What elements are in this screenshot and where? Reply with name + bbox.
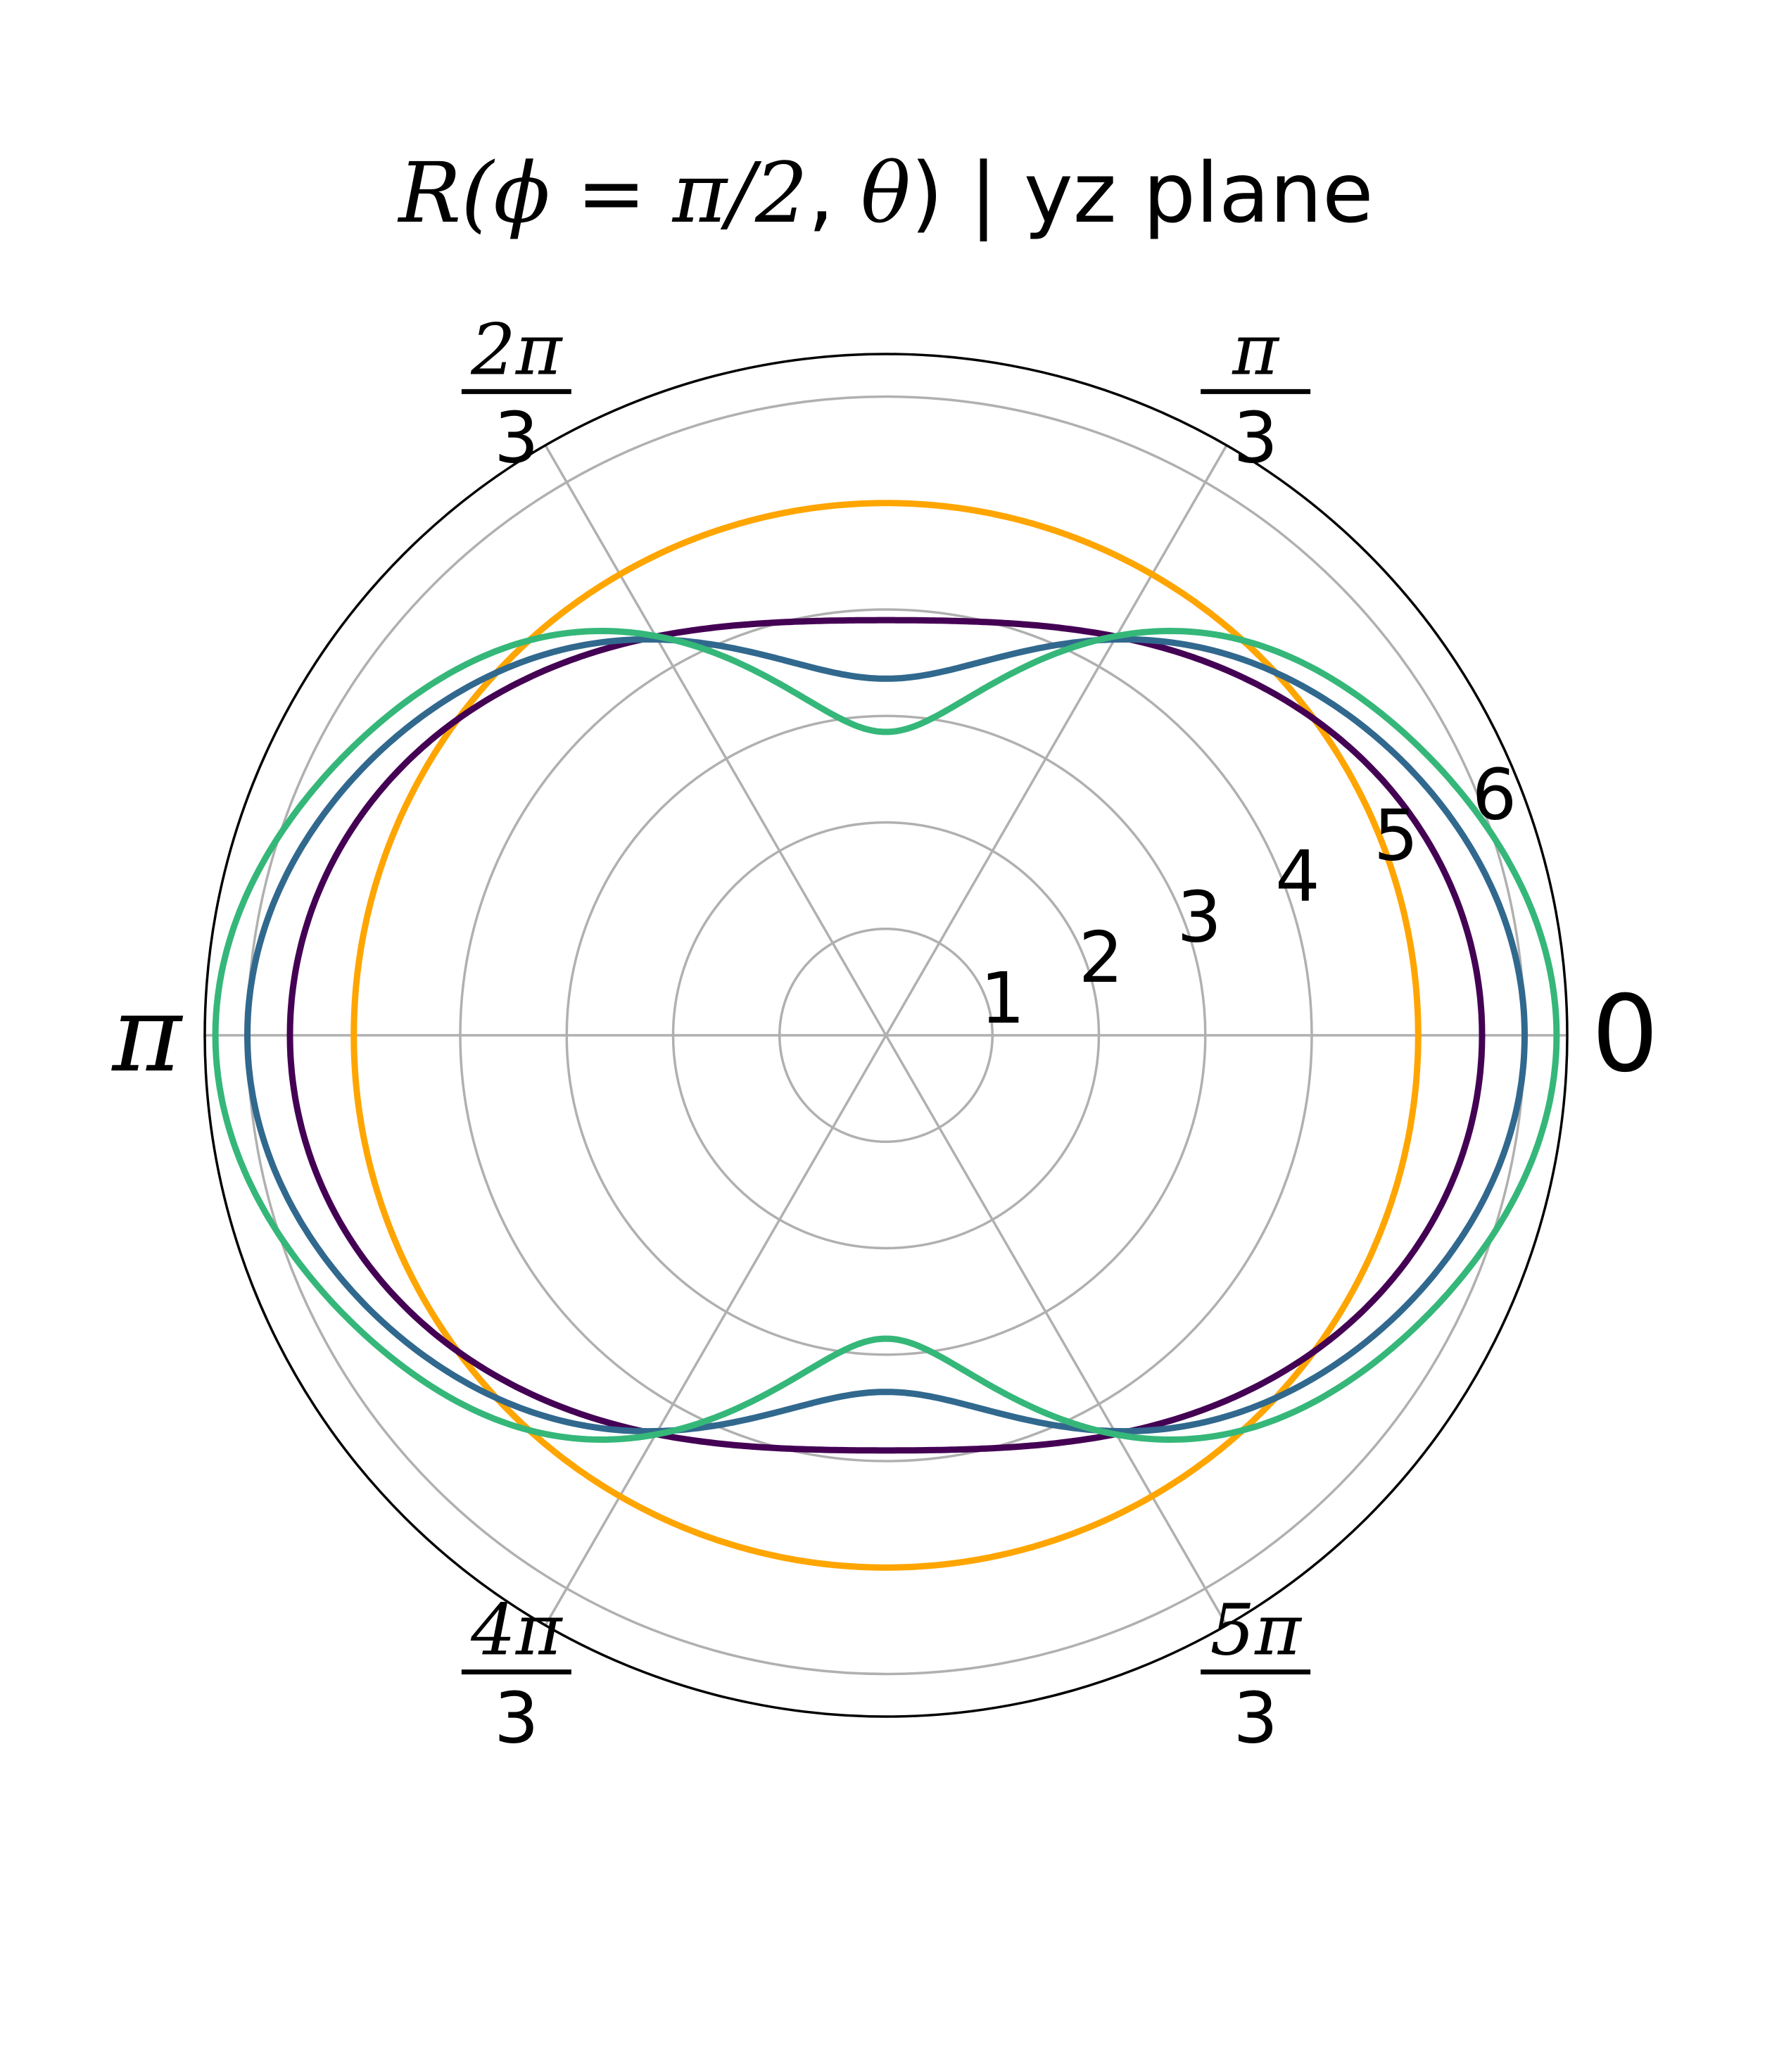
grid-spoke-60 (885, 444, 1228, 1036)
r-tick-label-2: 2 (1079, 916, 1124, 999)
title-equals: = (550, 144, 673, 241)
chart-title: R(ϕ = π/2, θ) | yz plane (397, 144, 1373, 241)
series-group (212, 500, 1560, 1571)
theta-tick-numerator: π (1232, 308, 1280, 391)
title-pi-half: π/2 (671, 144, 808, 241)
title-phi: ϕ (493, 144, 550, 241)
grid-spoke-120 (544, 444, 887, 1036)
axis-frame (203, 353, 1569, 1718)
title-suffix: ) | yz plane (911, 144, 1373, 241)
r-tick-label-4: 4 (1275, 835, 1320, 917)
theta-tick-denominator: 3 (494, 1677, 539, 1760)
theta-tick-denominator: 3 (1233, 1677, 1278, 1760)
theta-tick-numerator: 5π (1210, 1589, 1303, 1672)
grid-spoke-240 (544, 1035, 887, 1626)
r-tick-label-5: 5 (1374, 795, 1419, 877)
theta-tick-numerator: 2π (470, 308, 564, 391)
title-comma: , (808, 144, 861, 241)
r-tick-label-1: 1 (980, 957, 1025, 1040)
theta-tick-label-0: 0 (1592, 973, 1659, 1096)
title-theta: θ (861, 144, 911, 241)
theta-tick-denominator: 3 (1233, 396, 1278, 479)
r-tick-label-3: 3 (1177, 876, 1222, 958)
theta-tick-label-180: π (110, 973, 183, 1096)
theta-tick-label-120: 2π3 (461, 308, 571, 479)
r-tick-label-6: 6 (1472, 754, 1517, 836)
grid (205, 395, 1567, 1676)
theta-tick-numerator: 4π (470, 1589, 564, 1672)
theta-tick-label-60: π3 (1201, 308, 1311, 479)
polar-frame (203, 353, 1569, 1718)
series-line-1 (350, 500, 1422, 1571)
theta-tick-label-240: 4π3 (461, 1589, 571, 1760)
theta-tick-denominator: 3 (494, 396, 539, 479)
title-prefix: R( (397, 144, 495, 241)
theta-tick-label-300: 5π3 (1201, 1589, 1311, 1760)
grid-spoke-300 (885, 1035, 1228, 1626)
series-line-4 (212, 627, 1560, 1444)
